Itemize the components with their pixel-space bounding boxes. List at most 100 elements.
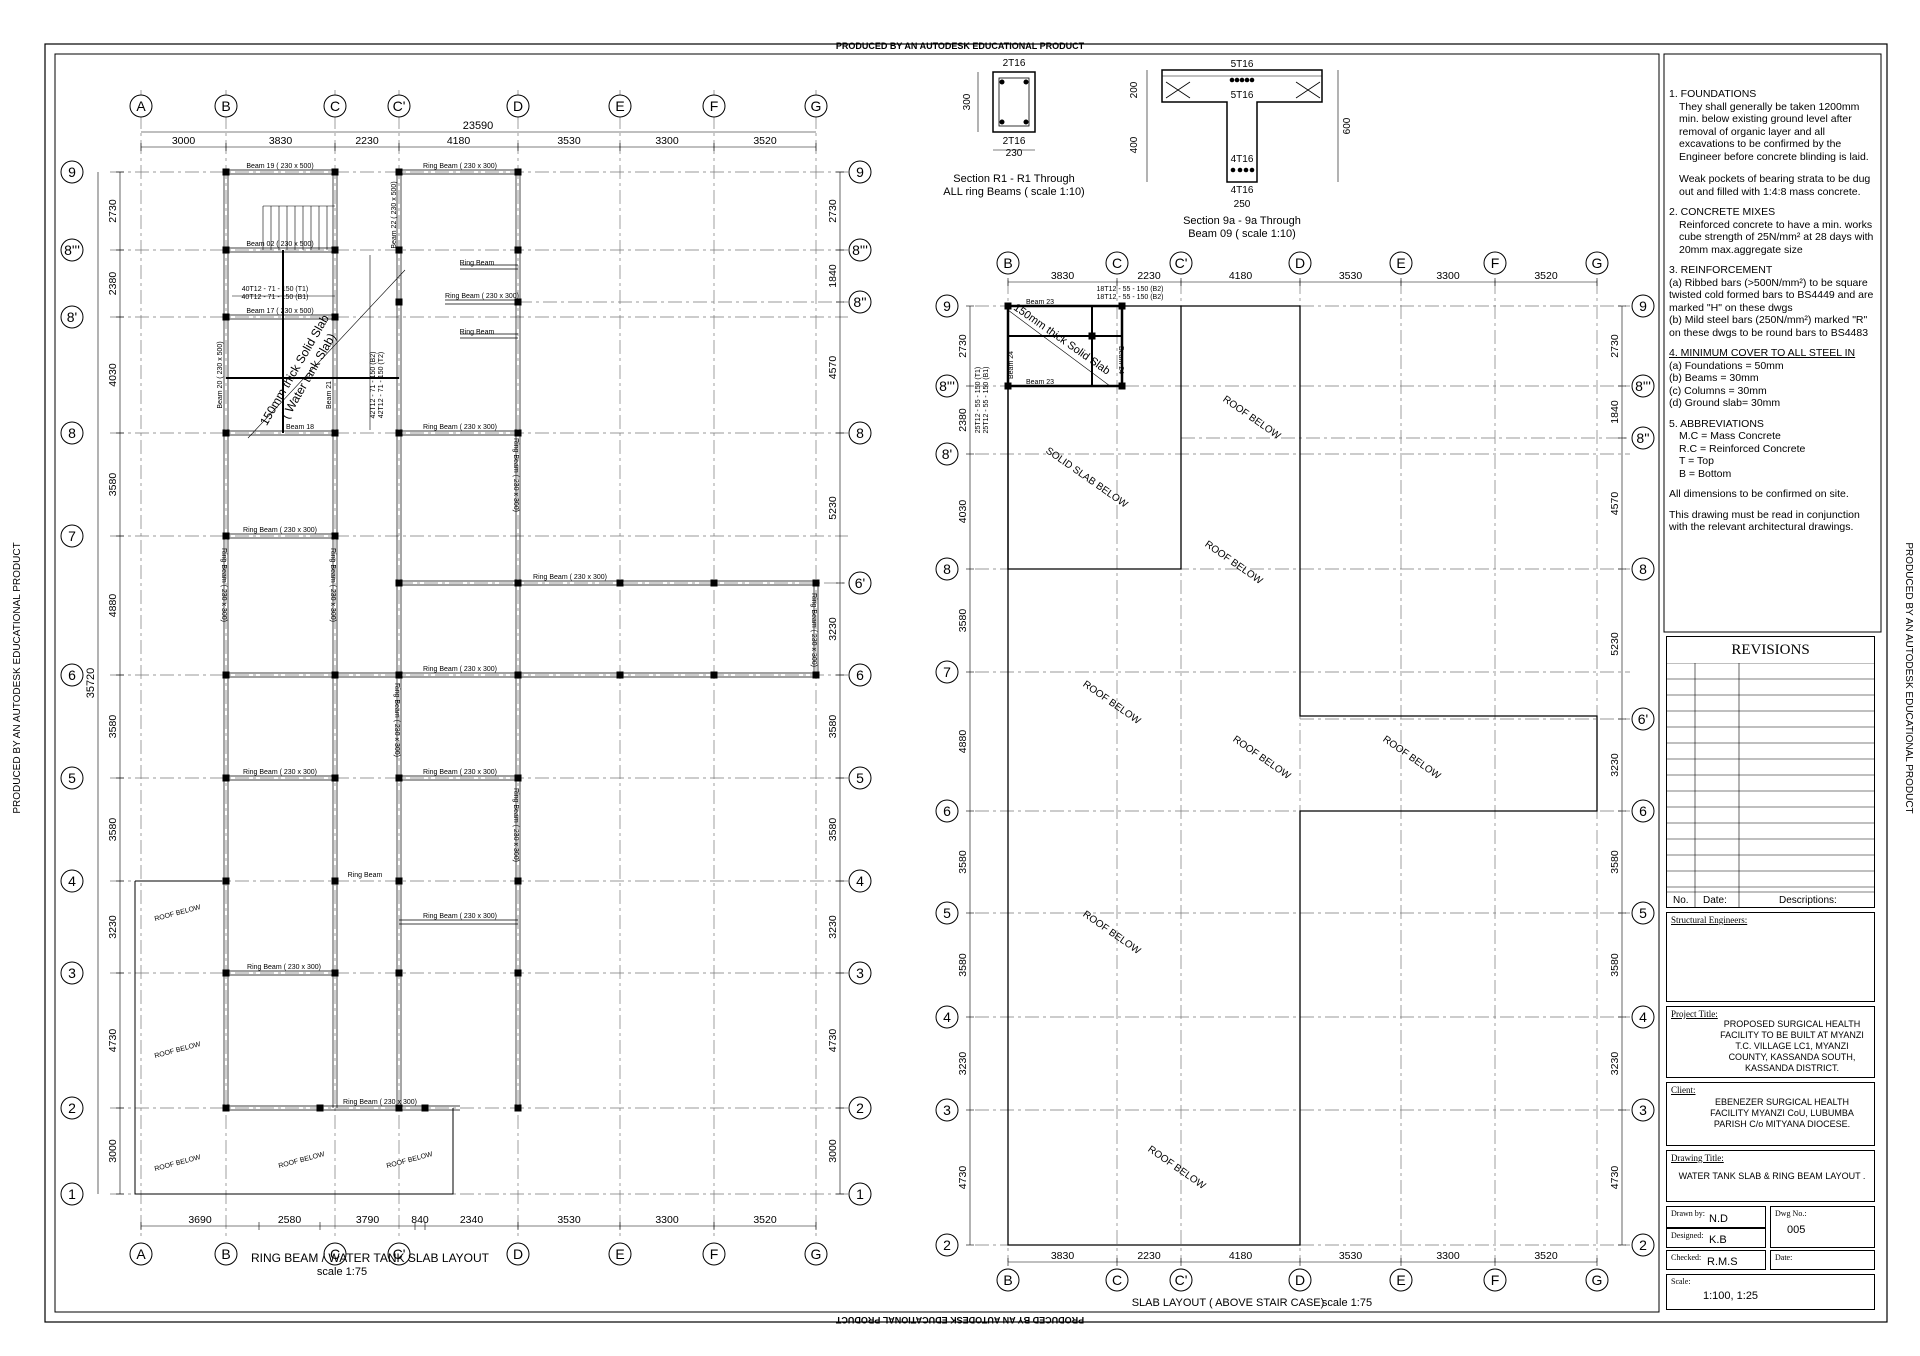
right-row-right-1-label: 8''' [1635, 378, 1651, 394]
right-col-1-label: C [1112, 255, 1122, 271]
right-row-7-bubble [935, 1005, 959, 1029]
checked-by: R.M.S [1707, 1256, 1738, 1268]
left-row-9-bubble [60, 1096, 84, 1120]
roof-outline [134, 880, 454, 1195]
right-top-dim-text: 4180 [1229, 270, 1253, 282]
left-top-dim-text: 3000 [172, 135, 196, 147]
left-col-bottom-0-label: A [136, 1246, 146, 1262]
bars-label: 40T12 - 71 - 150 (B1) [242, 294, 309, 301]
right-row-3-label: 8 [943, 561, 951, 577]
column [222, 532, 230, 540]
right-col-bottom-4-label: E [1396, 1272, 1405, 1288]
left-row-0-bubble [60, 160, 84, 184]
revisions-title: REVISIONS [1731, 642, 1810, 658]
right-col-bottom-5-bubble [1483, 1268, 1507, 1292]
left-row-2-label: 8' [67, 309, 77, 325]
right-col-6-label: G [1592, 255, 1603, 271]
left-row-3-label: 8 [68, 425, 76, 441]
ring-beam-label: Ring Beam [348, 872, 383, 879]
left-row-right-7-bubble [848, 869, 872, 893]
section-r1: 2T16 2T16 230 300 Section R1 - R1 Throug… [943, 58, 1084, 198]
column [222, 168, 230, 176]
left-row-dim-text: 3580 [107, 818, 119, 842]
left-row-dim-text: 3580 [107, 715, 119, 739]
right-row-right-0-label: 9 [1639, 298, 1647, 314]
right-row-dim-text: 4880 [957, 730, 969, 754]
left-col-bottom-7-label: G [811, 1246, 822, 1262]
left-row-dim-text: 4880 [107, 594, 119, 618]
column [710, 579, 718, 587]
column [395, 774, 403, 782]
s9-caption-2: Beam 09 ( scale 1:10) [1188, 228, 1296, 240]
right-row-1-bubble [935, 374, 959, 398]
left-bottom-dim-text: 3300 [655, 1214, 679, 1226]
roof-below-label: ROOF BELOW [154, 904, 202, 923]
outer-frame [44, 43, 1888, 1323]
right-row-right-4-label: 6' [1638, 711, 1648, 727]
left-row-3-bubble [60, 421, 84, 445]
left-row-5-bubble [60, 663, 84, 687]
right-col-bottom-3-label: D [1295, 1272, 1305, 1288]
column [331, 429, 339, 437]
column [812, 671, 820, 679]
column [616, 579, 624, 587]
note-4-a: (a) Foundations = 50mm [1669, 359, 1784, 372]
s9-top-bars: 5T16 [1231, 59, 1254, 70]
left-col-bottom-6-bubble [702, 1242, 726, 1266]
left-row-9-label: 2 [68, 1100, 76, 1116]
left-bottom-dim-text: 3520 [753, 1214, 777, 1226]
right-bottom-dim-text: 3300 [1436, 1250, 1460, 1262]
left-col-bottom-0-bubble [129, 1242, 153, 1266]
right-row-6-bubble [935, 901, 959, 925]
ring-beam-label: Ring Beam ( 230 x 300) [423, 424, 497, 431]
bars-label: 25T12 - 55 - 150 (B1) [983, 367, 990, 434]
column [331, 313, 339, 321]
s9-mid-bars: 4T16 [1231, 154, 1254, 165]
column [395, 671, 403, 679]
right-row-8-bubble [935, 1098, 959, 1122]
right-col-bottom-0-label: B [1003, 1272, 1012, 1288]
left-row-right-9-bubble [848, 1096, 872, 1120]
right-row-dim-right-text: 4730 [1609, 1166, 1621, 1190]
section-9a: 5T16 5T16 4T16 4T16 250 200 400 600 Sect… [1129, 59, 1353, 240]
structural-engineers-label: Structural Engineers: [1671, 915, 1748, 925]
note-4-c: (c) Columns = 30mm [1669, 384, 1767, 397]
right-row-right-5-label: 6 [1639, 803, 1647, 819]
revisions-grid: No. Date: Descriptions: [1667, 663, 1874, 908]
right-row-right-8-bubble [1631, 1098, 1655, 1122]
left-col-2-bubble [323, 94, 347, 118]
drawing-frame [54, 53, 1660, 1313]
drawing-title-label: Drawing Title: [1671, 1153, 1724, 1163]
right-col-0-bubble [996, 251, 1020, 275]
column [514, 969, 522, 977]
designed-by: K.B [1709, 1234, 1727, 1246]
note-5-heading: 5. ABBREVIATIONS [1669, 417, 1764, 430]
left-row-dim-text: 3230 [107, 915, 119, 939]
left-col-bottom-2-label: C [330, 1246, 340, 1262]
left-row-right-9-label: 2 [856, 1100, 864, 1116]
s9-width: 250 [1234, 199, 1251, 210]
right-row-right-3-label: 8 [1639, 561, 1647, 577]
ring-beam-label: Ring Beam [460, 329, 495, 336]
right-row-4-label: 7 [943, 664, 951, 680]
left-row-right-0-label: 9 [856, 164, 864, 180]
column [514, 671, 522, 679]
bars-label: 18T12 - 55 - 150 (B2) [1097, 294, 1164, 301]
right-col-bottom-0-bubble [996, 1268, 1020, 1292]
right-col-bottom-6-bubble [1585, 1268, 1609, 1292]
left-col-5-bubble [608, 94, 632, 118]
watermark-top: PRODUCED BY AN AUTODESK EDUCATIONAL PROD… [836, 41, 1085, 51]
checked-label: Checked: [1671, 1253, 1702, 1262]
right-row-dim-text: 3230 [957, 1052, 969, 1076]
s9-caption-1: Section 9a - 9a Through [1183, 215, 1301, 227]
column [331, 969, 339, 977]
left-bottom-dim-text: 3530 [557, 1214, 581, 1226]
ring-beam-label: Ring Beam ( 230 x 300) [220, 548, 227, 622]
right-col-6-bubble [1585, 251, 1609, 275]
scale-box: Scale: 1:100, 1:25 [1666, 1274, 1875, 1310]
left-col-0-bubble [129, 94, 153, 118]
left-row-right-5-label: 6 [856, 667, 864, 683]
left-row-8-label: 3 [68, 965, 76, 981]
column [331, 168, 339, 176]
right-row-dim-right-text: 2730 [1609, 334, 1621, 358]
